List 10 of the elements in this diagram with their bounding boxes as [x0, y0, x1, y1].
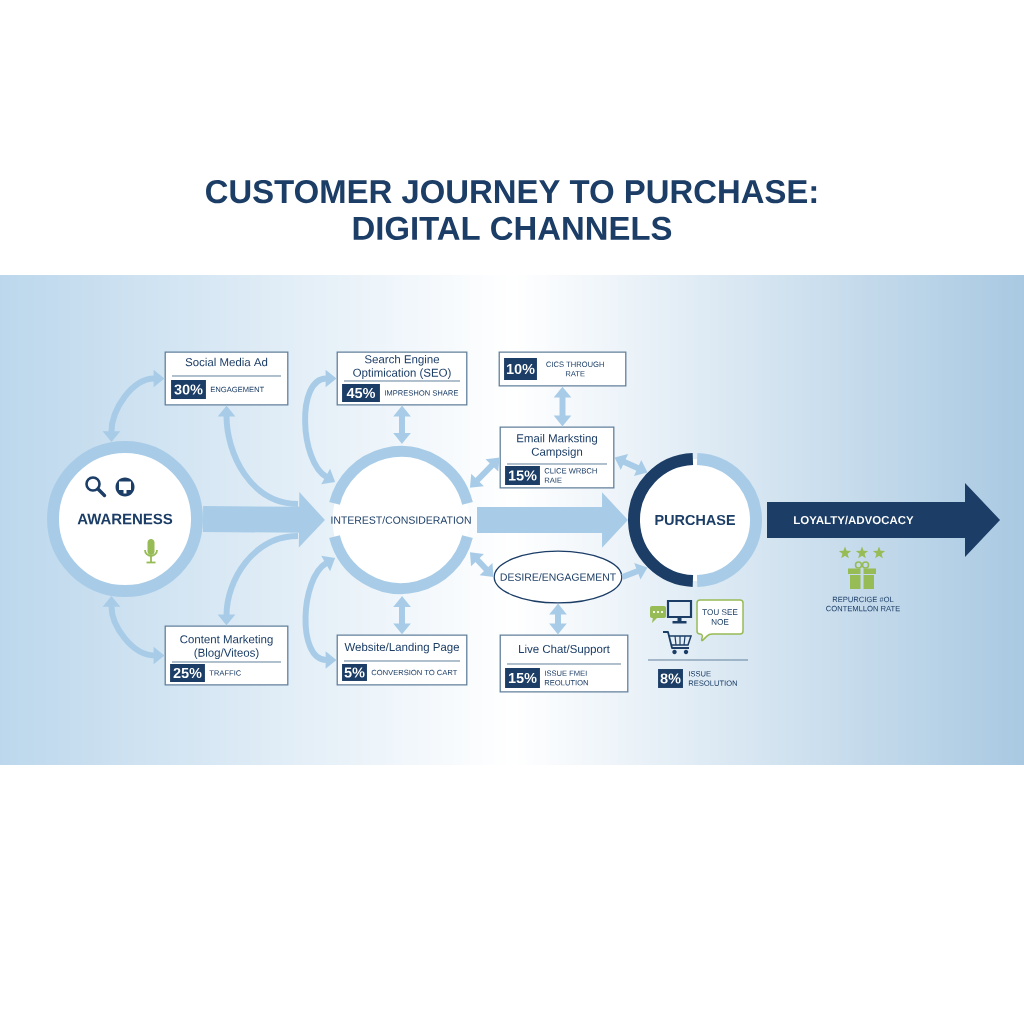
percent-badge: 10%	[504, 358, 537, 380]
percent-badge: 5%	[342, 664, 367, 681]
node-label: INTEREST/CONSIDERATION	[331, 516, 471, 524]
percent-badge: 8%	[658, 669, 683, 688]
title: CUSTOMER JOURNEY TO PURCHASE: DIGITAL CHANNELS	[206, 179, 817, 241]
percent-badge: 25%	[170, 664, 205, 682]
percent-badge: 45%	[342, 384, 380, 402]
percent-badge: 15%	[505, 668, 540, 688]
percent-badge: 30%	[171, 380, 206, 399]
percent-badge: 15%	[505, 466, 540, 485]
